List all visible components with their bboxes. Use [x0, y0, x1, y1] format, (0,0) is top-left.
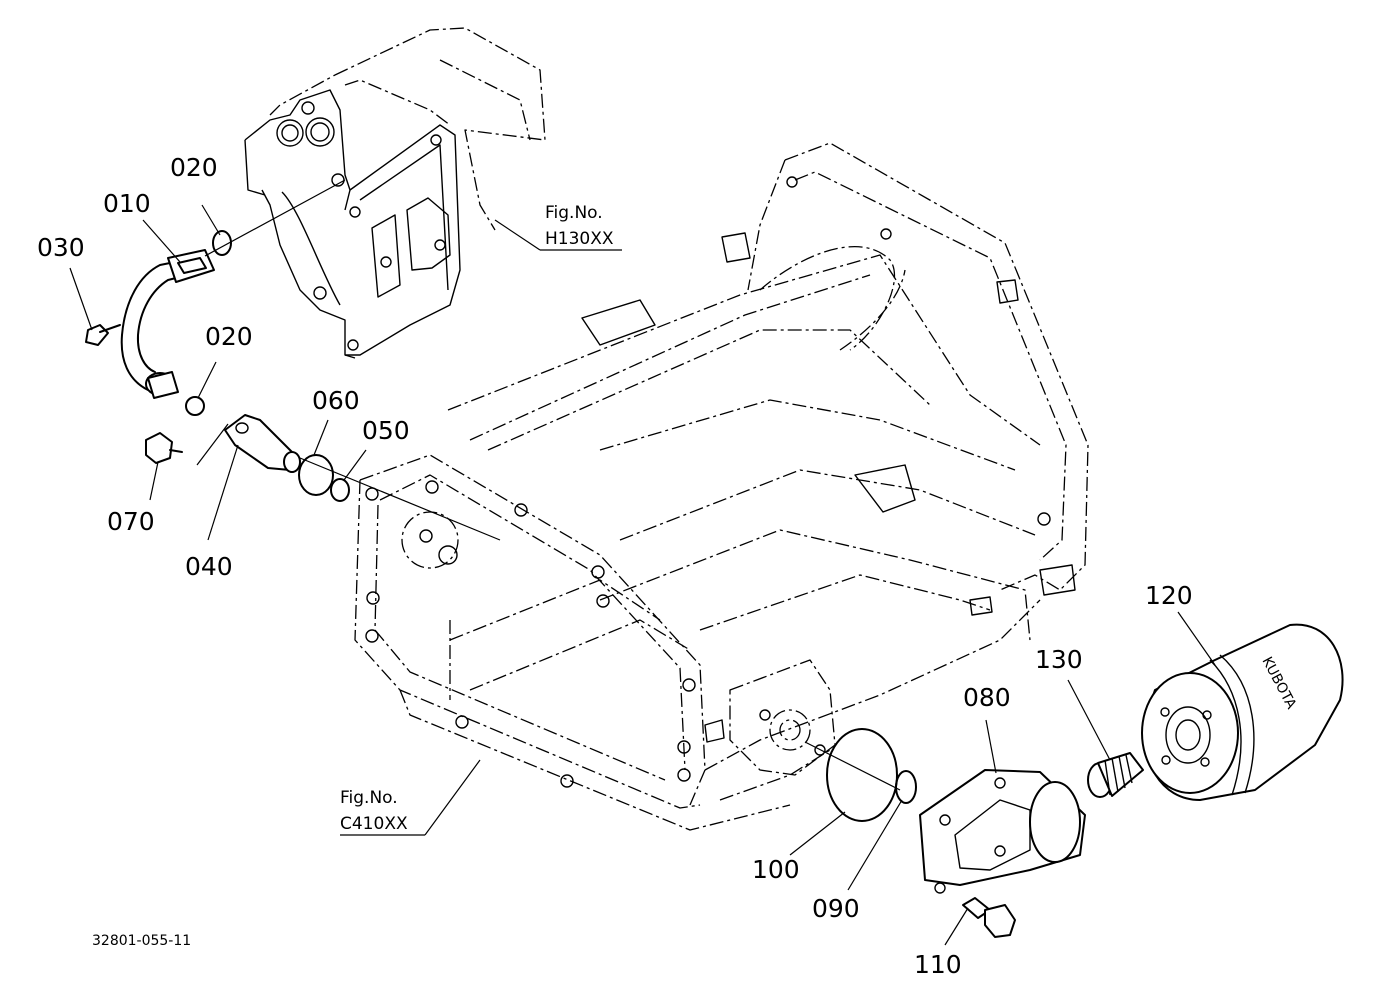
label-030: 030 [37, 233, 85, 262]
label-060: 060 [312, 386, 360, 415]
filter-head-080 [919, 769, 1086, 894]
o-ring-020-lower [185, 396, 205, 416]
label-010: 010 [103, 189, 151, 218]
hydraulic-housing [244, 27, 546, 359]
pipe-010 [120, 179, 346, 399]
label-020a: 020 [170, 153, 218, 182]
o-ring-020-upper [212, 230, 232, 256]
label-120: 120 [1145, 581, 1193, 610]
fig-ref-upper-title: Fig.No. [545, 203, 603, 223]
drawing-code: 32801-055-11 [92, 933, 191, 949]
drain-plug-110 [962, 897, 1016, 938]
o-ring-060 [298, 454, 334, 496]
label-040: 040 [185, 552, 233, 581]
label-020b: 020 [205, 322, 253, 351]
fig-ref-lower-title: Fig.No. [340, 788, 398, 808]
figure-references: Fig.No. H130XX Fig.No. C410XX [340, 203, 614, 834]
fitting-040 [196, 414, 501, 541]
label-090: 090 [812, 894, 860, 923]
oil-filter-120: KUBOTA [1141, 623, 1344, 801]
o-ring-050 [330, 478, 350, 502]
fig-ref-lower-code: C410XX [340, 814, 408, 834]
transmission-case [354, 142, 1089, 831]
label-050: 050 [362, 416, 410, 445]
label-080: 080 [963, 683, 1011, 712]
label-100: 100 [752, 855, 800, 884]
fig-ref-upper-code: H130XX [545, 229, 614, 249]
label-130: 130 [1035, 645, 1083, 674]
nipple-130 [1087, 752, 1144, 798]
part-labels: 010 020 030 020 060 050 070 040 120 130 … [37, 153, 1193, 979]
label-110: 110 [914, 950, 962, 979]
plug-070 [145, 432, 183, 464]
label-070: 070 [107, 507, 155, 536]
leader-lines [69, 204, 1216, 946]
case-bolt-holes [365, 176, 1051, 788]
o-ring-090 [895, 770, 917, 804]
o-ring-100 [826, 728, 898, 822]
